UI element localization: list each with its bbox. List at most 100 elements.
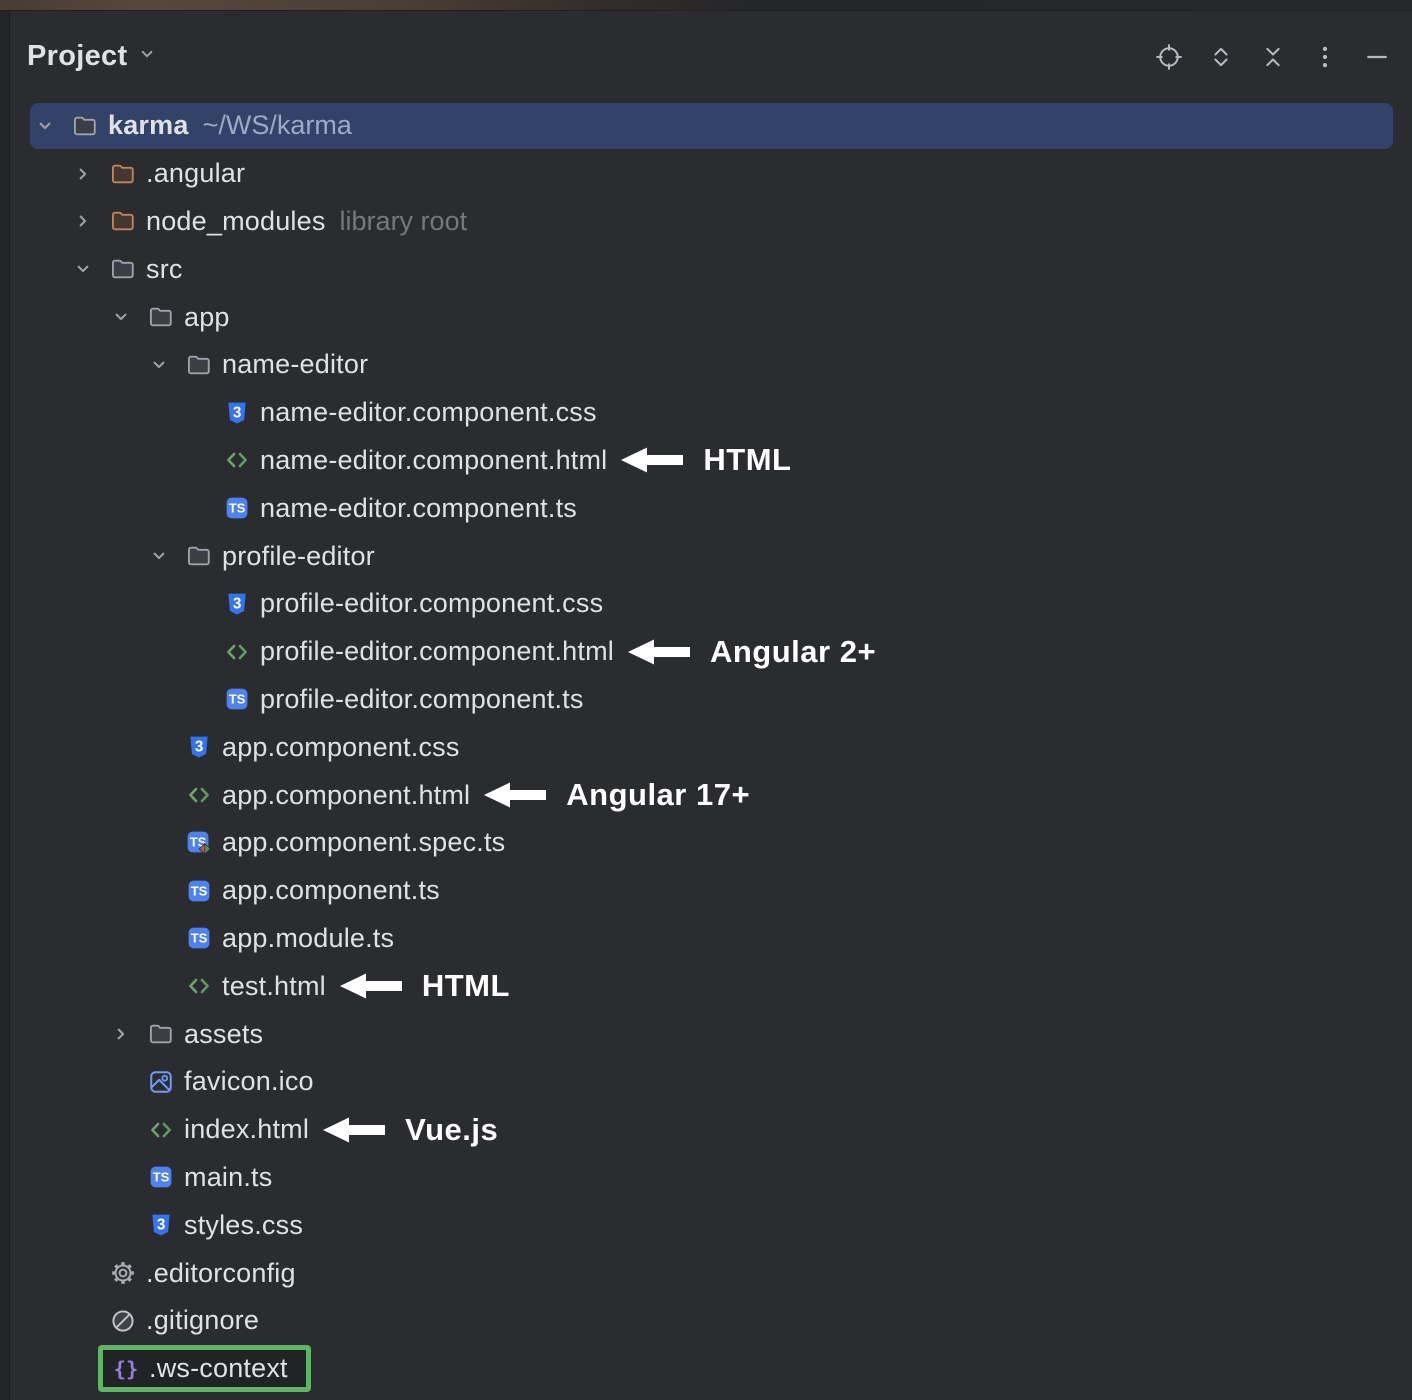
project-view-selector[interactable]: Project (27, 40, 158, 73)
chevron-spacer (186, 493, 224, 523)
tree-row-name-editor-html[interactable]: name-editor.component.html HTML (10, 437, 1412, 485)
annotation-label: HTML (703, 442, 792, 478)
tree-row-ws-context[interactable]: {}.ws-context (10, 1345, 1412, 1393)
arrow-left-icon (484, 780, 547, 810)
ignore-icon (110, 1308, 136, 1334)
ts-icon: TS (186, 925, 212, 951)
tree-row-assets[interactable]: assets (10, 1010, 1412, 1058)
annotation: HTML (339, 968, 510, 1004)
html-icon (224, 447, 250, 473)
tree-row-profile-editor-css[interactable]: 3 profile-editor.component.css (10, 580, 1412, 628)
chevron-spacer (186, 684, 224, 714)
arrow-left-icon (627, 637, 690, 667)
annotation-label: Vue.js (405, 1111, 499, 1147)
file-name: .ws-context (149, 1353, 288, 1384)
tree-row-app-component-css[interactable]: 3 app.component.css (10, 723, 1412, 771)
file-name: app.component.spec.ts (222, 827, 506, 858)
row-hint: library root (339, 205, 468, 236)
tree-row-name-editor[interactable]: name-editor (10, 341, 1412, 389)
annotation-label: Angular 2+ (709, 633, 877, 669)
chevron-spacer (148, 971, 186, 1001)
css-icon: 3 (186, 734, 212, 760)
annotation: Angular 17+ (484, 777, 750, 813)
tree-row-gitignore[interactable]: .gitignore (10, 1297, 1412, 1345)
locate-icon (1154, 42, 1184, 72)
folder-icon (110, 256, 136, 282)
more-options-button[interactable] (1310, 42, 1340, 72)
file-name: profile-editor.component.html (260, 636, 614, 667)
kebab-icon (1310, 42, 1340, 72)
chevron-down-icon[interactable] (34, 111, 72, 141)
tree-row-angular-dir[interactable]: .angular (10, 150, 1412, 198)
chevron-right-icon[interactable] (72, 206, 110, 236)
tree-row-app[interactable]: app (10, 293, 1412, 341)
arrow-left-icon (339, 971, 402, 1001)
folder-excluded-icon (110, 161, 136, 187)
tree-row-karma[interactable]: karma~/WS/karma (10, 102, 1412, 150)
chevron-right-icon[interactable] (110, 1019, 148, 1049)
gear-icon (110, 1260, 136, 1286)
arrow-left-icon (323, 1115, 386, 1145)
file-name: favicon.ico (184, 1066, 314, 1097)
file-name: name-editor.component.html (260, 444, 608, 475)
svg-text:TS: TS (191, 931, 208, 946)
chevron-spacer (148, 732, 186, 762)
tree-row-src[interactable]: src (10, 245, 1412, 293)
tree-row-profile-editor[interactable]: profile-editor (10, 532, 1412, 580)
annotation-label: Angular 17+ (566, 777, 751, 813)
chevron-down-icon (136, 43, 158, 70)
expand-all-button[interactable] (1206, 42, 1236, 72)
html-icon (186, 973, 212, 999)
toolbar-actions (1132, 42, 1392, 72)
file-name: app.component.html (222, 779, 471, 810)
chevron-down-icon[interactable] (148, 541, 186, 571)
annotation-label: HTML (421, 968, 510, 1004)
collapse-all-button[interactable] (1258, 42, 1288, 72)
file-name: name-editor (222, 349, 369, 380)
panel-left-edge (0, 11, 10, 1400)
svg-text:3: 3 (233, 596, 242, 613)
hide-button[interactable] (1362, 42, 1392, 72)
file-name: name-editor.component.css (260, 397, 597, 428)
svg-text:TS: TS (229, 501, 246, 516)
chevron-down-icon[interactable] (148, 350, 186, 380)
file-name: karma (108, 110, 189, 141)
tree-row-app-component-html[interactable]: app.component.html Angular 17+ (10, 771, 1412, 819)
annotation: Angular 2+ (627, 633, 877, 670)
chevron-right-icon[interactable] (72, 159, 110, 189)
file-name: app.component.css (222, 731, 460, 762)
chevron-spacer (72, 1306, 110, 1336)
html-icon (224, 639, 250, 665)
ts-icon: TS (224, 495, 250, 521)
svg-text:3: 3 (157, 1217, 166, 1234)
file-name: app.component.ts (222, 875, 440, 906)
tree-row-editorconfig[interactable]: .editorconfig (10, 1249, 1412, 1297)
locate-button[interactable] (1154, 42, 1184, 72)
file-name: app.module.ts (222, 922, 395, 953)
tree-row-name-editor-css[interactable]: 3 name-editor.component.css (10, 389, 1412, 437)
tree-row-app-module-ts[interactable]: TS app.module.ts (10, 915, 1412, 963)
file-name: .gitignore (146, 1305, 260, 1336)
chevron-spacer (148, 780, 186, 810)
chevron-down-icon[interactable] (110, 302, 148, 332)
file-name: profile-editor.component.css (260, 588, 604, 619)
chevron-down-icon[interactable] (72, 254, 110, 284)
svg-text:3: 3 (233, 404, 242, 421)
svg-text:TS: TS (153, 1170, 170, 1185)
ts-icon: TS (224, 686, 250, 712)
folder-icon (148, 304, 174, 330)
tree-row-profile-editor-html[interactable]: profile-editor.component.html Angular 2+ (10, 628, 1412, 676)
tree-row-favicon[interactable]: favicon.ico (10, 1058, 1412, 1106)
file-name: app (184, 301, 230, 332)
